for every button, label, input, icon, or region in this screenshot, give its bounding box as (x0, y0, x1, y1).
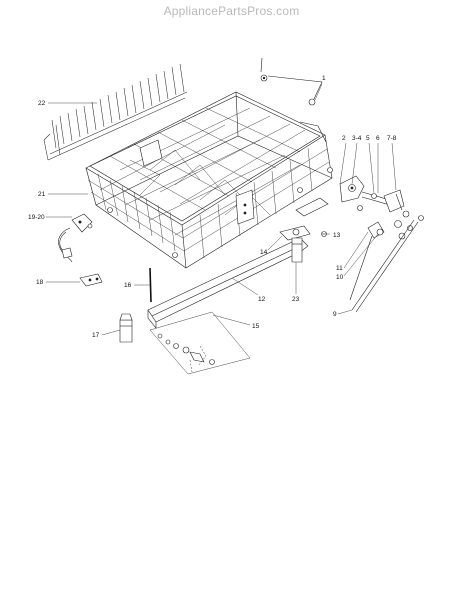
roller-holder (279, 225, 311, 263)
callout-19-20: 19-20 (28, 214, 45, 221)
callout-22: 22 (38, 100, 46, 107)
callout-labels: 22 21 19-20 18 16 17 15 12 14 23 13 2 3-… (28, 75, 397, 339)
small-clip (79, 273, 103, 287)
callout-7-8: 7-8 (387, 135, 397, 142)
callout-6: 6 (376, 135, 380, 142)
callout-2: 2 (342, 135, 346, 142)
callout-14: 14 (260, 249, 268, 256)
dishrack-basket (85, 91, 333, 269)
callout-1: 1 (322, 75, 326, 82)
side-bracket (58, 213, 93, 263)
callout-12: 12 (258, 296, 266, 303)
pin (149, 267, 152, 303)
callout-9: 9 (333, 311, 337, 318)
tine-row-insert (43, 63, 188, 161)
callout-11: 11 (336, 265, 343, 272)
screw (321, 231, 327, 237)
callout-10: 10 (336, 274, 344, 281)
callout-21: 21 (38, 191, 46, 198)
slide-rail (147, 237, 309, 329)
site-watermark: AppliancePartsPros.com (163, 4, 300, 18)
callout-5: 5 (366, 135, 370, 142)
callout-13: 13 (333, 232, 341, 239)
callout-15: 15 (252, 323, 260, 330)
stop-block (119, 313, 133, 343)
callout-23: 23 (292, 296, 300, 303)
leader-lines (46, 83, 397, 336)
callout-18: 18 (36, 279, 44, 286)
rail-end-assembly (295, 175, 424, 221)
rack-wheels-and-rods (349, 219, 419, 313)
rack-clip (260, 57, 323, 106)
callout-17: 17 (92, 332, 100, 339)
hardware-kit (149, 311, 251, 375)
callout-16: 16 (124, 282, 132, 289)
callout-3-4: 3-4 (352, 135, 362, 142)
